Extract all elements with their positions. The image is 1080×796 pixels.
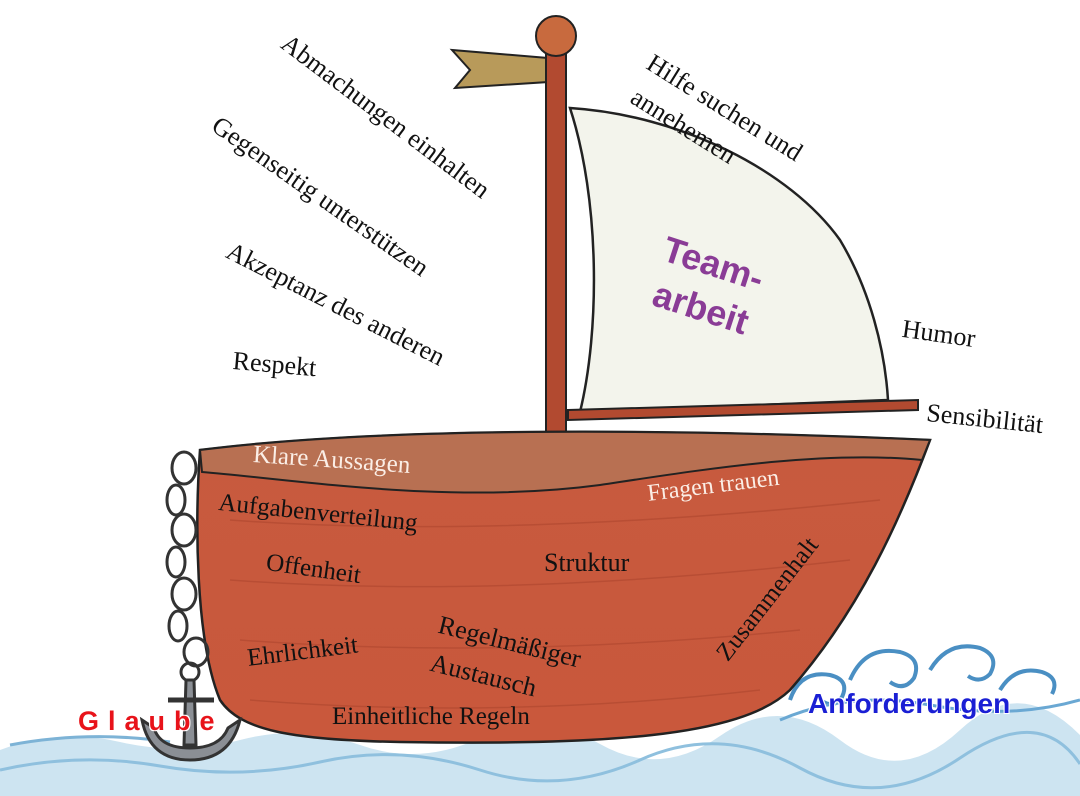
mast [546,50,566,490]
flag [452,50,548,88]
label-struktur: Struktur [544,550,629,576]
label-einheitliche-regeln: Einheitliche Regeln [332,704,530,729]
label-anforderungen: Anforderungen [808,688,1010,720]
mast-top-ball [536,16,576,56]
label-glaube: Glaube [78,706,224,737]
